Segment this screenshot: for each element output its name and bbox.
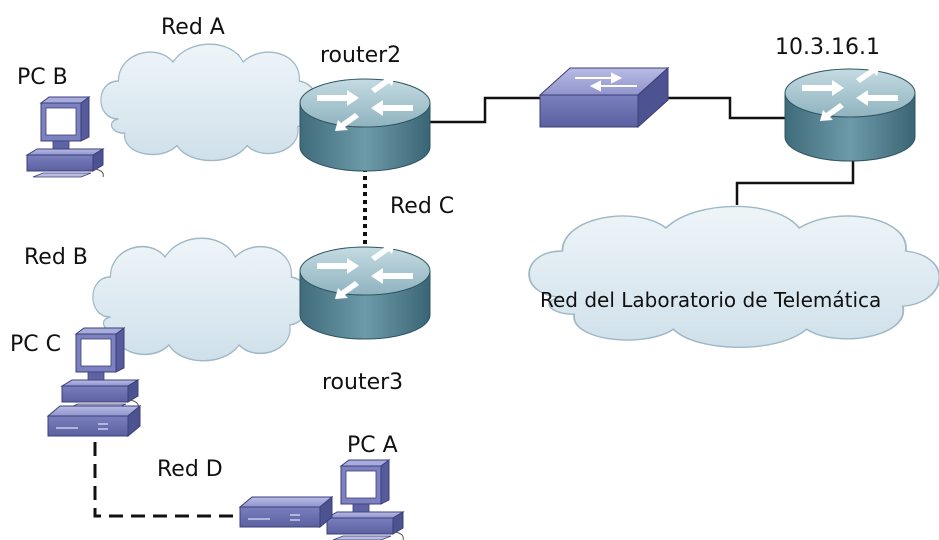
label-lab-network: Red del Laboratorio de Telemática (540, 288, 882, 312)
label-red-c: Red C (390, 194, 455, 219)
pc-b-icon (26, 96, 104, 178)
modem-pc-a-icon (239, 496, 333, 528)
label-router3: router3 (322, 370, 404, 395)
label-gateway-ip: 10.3.16.1 (775, 35, 880, 60)
link-switch-gateway (668, 96, 785, 120)
link-gateway-lab (735, 158, 855, 205)
link-router2-switch (430, 96, 545, 124)
connection-lines (93, 96, 855, 518)
label-pc-c: PC C (10, 332, 61, 357)
switch-icon (538, 66, 670, 129)
label-red-b: Red B (24, 245, 88, 270)
label-red-d: Red D (157, 457, 223, 482)
modem-pc-c-icon (47, 405, 141, 437)
router2-icon (299, 74, 431, 172)
pc-a-icon (326, 459, 404, 540)
router3-icon (299, 242, 431, 340)
gateway-router-icon (784, 64, 916, 162)
label-router2: router2 (320, 43, 402, 68)
cloud-lab-network (528, 205, 939, 349)
label-pc-b: PC B (17, 65, 68, 90)
cloud-red-b (92, 237, 310, 362)
link-red-d (93, 442, 245, 518)
label-red-a: Red A (161, 15, 225, 40)
label-pc-a: PC A (347, 433, 398, 458)
cloud-red-a (100, 43, 318, 162)
